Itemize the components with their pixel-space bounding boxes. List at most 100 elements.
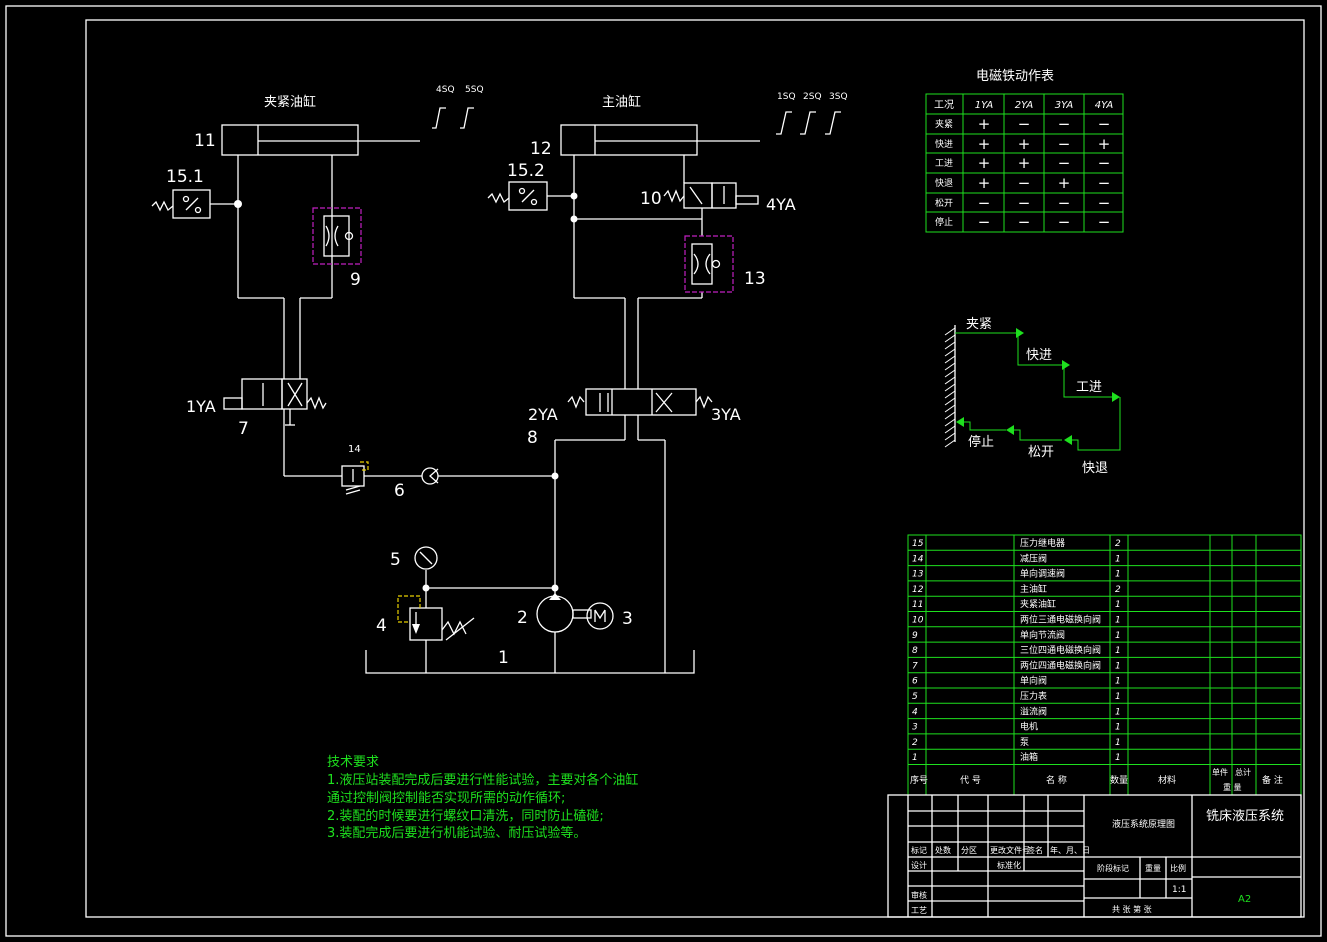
tb-zone: 分区: [961, 846, 977, 855]
wall-hatch: [944, 348, 956, 357]
main-cylinder-title: 主油缸: [602, 94, 641, 110]
bom-h-name: 名 称: [1046, 774, 1067, 786]
tb-design: 设计: [911, 860, 927, 870]
wall-hatch: [944, 369, 956, 378]
sol-cell: −: [1018, 194, 1031, 212]
valve-7-two-position: 1YA 7: [186, 378, 327, 476]
sol-header: 4YA: [1095, 100, 1114, 111]
bom-no: 1: [912, 753, 918, 763]
bom-no: 10: [912, 616, 924, 626]
cycle-work-forward: 工进: [1076, 380, 1102, 395]
bom-h-weight: 重 量: [1223, 782, 1242, 792]
bom-no: 9: [912, 631, 918, 641]
label-5sq: 5SQ: [465, 85, 484, 95]
wall-hatch: [944, 432, 956, 441]
sol-cell: +: [1098, 135, 1111, 153]
tech-line-4: 3.装配完成后要进行机能试验、耐压试验等。: [327, 825, 586, 841]
cycle-release: 松开: [1028, 445, 1054, 460]
label-2sq: 2SQ: [803, 92, 822, 102]
main-cylinder: 主油缸 12: [530, 94, 760, 159]
sol-cell: +: [978, 174, 991, 192]
tb-scale: 比例: [1170, 863, 1186, 873]
sol-row-label: 松开: [935, 197, 953, 209]
bom-qty: 1: [1115, 661, 1121, 671]
bom-qty: 1: [1115, 753, 1121, 763]
system-name: 铣床液压系统: [1206, 809, 1284, 824]
wall-hatch: [944, 327, 956, 336]
sol-cell: +: [978, 154, 991, 172]
outer-frame: [5, 5, 1322, 937]
sol-cell: +: [978, 135, 991, 153]
drawing-name: 液压系统原理图: [1112, 818, 1175, 830]
sol-cell: −: [1018, 213, 1031, 231]
bom-no: 2: [912, 738, 918, 748]
work-cycle-diagram: 夹紧 快进 工进 快退 松开 停止: [944, 317, 1121, 476]
bom-h-material: 材料: [1158, 774, 1176, 786]
label-4: 4: [376, 616, 387, 636]
bom-no: 12: [912, 585, 924, 595]
solenoid-table-title: 电磁铁动作表: [976, 69, 1054, 84]
label-4sq: 4SQ: [436, 85, 455, 95]
bom-name: 压力表: [1020, 690, 1047, 702]
bom-name: 油箱: [1020, 751, 1038, 763]
wall-hatch: [944, 362, 956, 371]
throttle-check-valve-9: 9: [312, 207, 362, 290]
wall-hatch: [944, 341, 956, 350]
bom-h-qty: 数量: [1110, 774, 1128, 786]
pump-circuit: 5 4 2 3 1: [365, 440, 695, 674]
wall-hatch: [944, 334, 956, 343]
technical-requirements: 技术要求 1.液压站装配完成后要进行性能试验，主要对各个油缸 通过控制阀控制能否…: [327, 755, 638, 841]
bom-no: 13: [912, 570, 924, 580]
label-5: 5: [390, 550, 401, 570]
sol-cell: −: [1058, 194, 1071, 212]
bom-qty: 1: [1115, 570, 1121, 580]
sol-cell: −: [978, 194, 991, 212]
tb-stage: 阶段标记: [1097, 863, 1129, 873]
label-4ya: 4YA: [766, 195, 796, 214]
bom-qty: 1: [1115, 738, 1121, 748]
bom-qty: 1: [1115, 707, 1121, 717]
sol-cell: −: [1018, 174, 1031, 192]
tech-line-1: 1.液压站装配完成后要进行性能试验，主要对各个油缸: [327, 772, 638, 788]
wall-hatch: [944, 376, 956, 385]
bom-name: 夹紧油缸: [1020, 598, 1056, 610]
sol-cell: +: [1058, 174, 1071, 192]
tb-count: 处数: [935, 845, 951, 855]
wall-hatch: [944, 355, 956, 364]
bom-no: 11: [912, 600, 923, 610]
sol-row-label: 停止: [935, 216, 953, 228]
bom-qty: 1: [1115, 600, 1121, 610]
wall-hatch: [944, 439, 956, 448]
label-14: 14: [348, 444, 361, 455]
sol-cell: +: [978, 115, 991, 133]
bom-no: 15: [912, 539, 924, 549]
bom-name: 单向调速阀: [1020, 568, 1065, 580]
label-9: 9: [350, 270, 361, 290]
label-3ya: 3YA: [711, 405, 741, 424]
bom-name: 两位三通电磁换向阀: [1020, 614, 1101, 626]
wall-hatch: [944, 425, 956, 434]
sol-cell: +: [1018, 154, 1031, 172]
bom-name: 三位四通电磁换向阀: [1020, 644, 1101, 656]
clamp-cylinder-title: 夹紧油缸: [264, 94, 316, 110]
bom-qty: 1: [1115, 616, 1121, 626]
sol-cell: −: [1098, 154, 1111, 172]
wall-hatch: [944, 411, 956, 420]
check-valve-6: 6: [394, 467, 555, 501]
label-8: 8: [527, 428, 538, 448]
bom-name: 单向阀: [1020, 675, 1047, 687]
bom-name: 单向节流阀: [1020, 629, 1065, 641]
clamp-circuit-lines: [210, 155, 333, 379]
tb-doc: 更改文件号: [990, 845, 1030, 855]
sol-cell: −: [1018, 115, 1031, 133]
inner-frame: [85, 19, 1305, 918]
throttle-check-valve-13: 13: [684, 235, 766, 293]
bom-name: 压力继电器: [1020, 537, 1065, 549]
bom-name: 两位四通电磁换向阀: [1020, 659, 1101, 671]
tb-process: 工艺: [911, 906, 927, 915]
bom-h-single: 单件: [1212, 767, 1228, 777]
label-12: 12: [530, 139, 552, 159]
label-3sq: 3SQ: [829, 92, 848, 102]
